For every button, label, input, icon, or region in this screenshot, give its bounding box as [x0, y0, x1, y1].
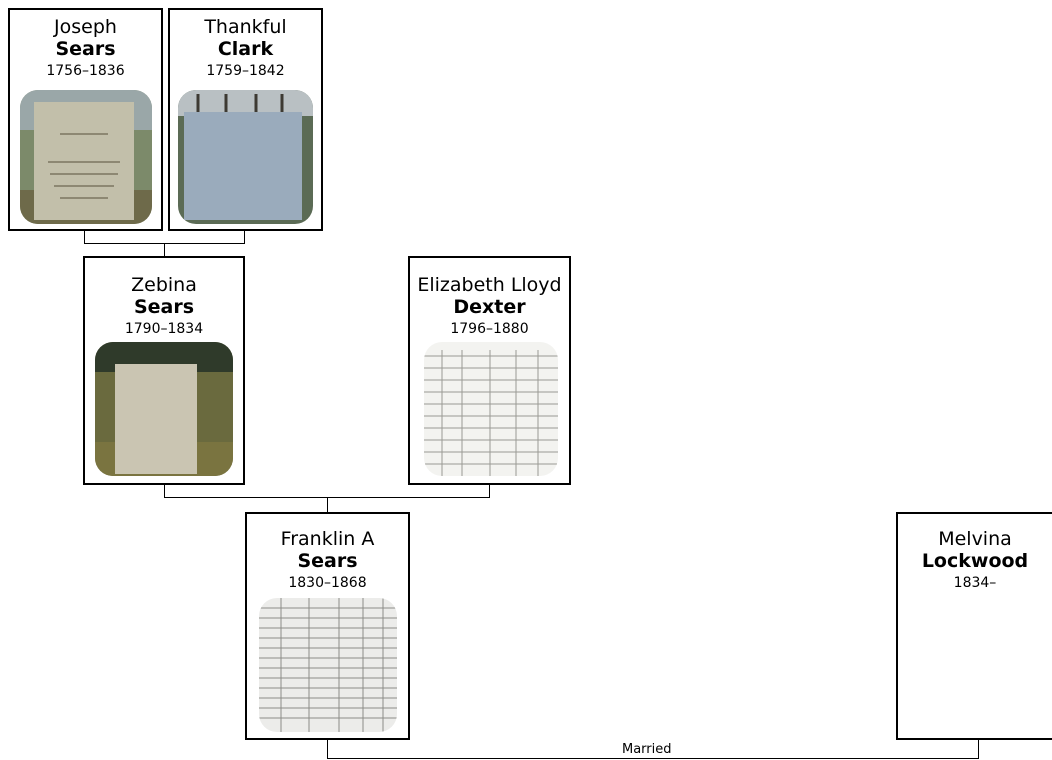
person-card-franklin-a-sears[interactable]: Franklin A Sears 1830–1868 [245, 512, 410, 740]
parent-connector [244, 231, 245, 243]
marriage-connector [327, 758, 979, 759]
census-record-photo [424, 342, 558, 476]
given-name: Joseph [54, 16, 117, 38]
gravestone-photo [20, 90, 152, 224]
person-card-melvina-lockwood[interactable]: Melvina Lockwood 1834– [896, 512, 1052, 740]
life-dates: 1759–1842 [206, 63, 285, 79]
parent-connector [489, 485, 490, 497]
married-label: Married [622, 742, 672, 757]
life-dates: 1830–1868 [288, 575, 367, 591]
life-dates: 1790–1834 [124, 321, 204, 337]
given-name: Elizabeth Lloyd [417, 274, 562, 296]
person-card-thankful-clark[interactable]: Thankful Clark 1759–1842 [168, 8, 323, 231]
parent-connector [84, 231, 85, 243]
surname: Sears [55, 38, 116, 60]
person-card-elizabeth-lloyd-dexter[interactable]: Elizabeth Lloyd Dexter 1796–1880 [408, 256, 571, 485]
marriage-connector [978, 740, 979, 759]
life-dates: 1796–1880 [450, 321, 529, 337]
parent-connector [164, 485, 165, 497]
life-dates: 1834– [953, 575, 997, 591]
given-name: Thankful [204, 16, 287, 38]
marriage-connector [327, 740, 328, 759]
person-card-zebina-sears[interactable]: Zebina Sears 1790–1834 [83, 256, 245, 485]
surname: Dexter [453, 296, 526, 318]
gravestone-photo [178, 90, 313, 224]
census-record-photo [259, 598, 397, 732]
surname: Sears [133, 296, 195, 318]
child-connector [327, 497, 328, 512]
person-card-joseph-sears[interactable]: Joseph Sears 1756–1836 [8, 8, 163, 231]
given-name: Franklin A [280, 528, 375, 550]
given-name: Zebina [131, 274, 197, 296]
gravestone-photo [95, 342, 233, 476]
given-name: Melvina [938, 528, 1012, 550]
surname: Lockwood [921, 550, 1029, 572]
surname: Clark [217, 38, 274, 60]
child-connector [164, 243, 165, 256]
life-dates: 1756–1836 [46, 63, 125, 79]
surname: Sears [297, 550, 358, 572]
